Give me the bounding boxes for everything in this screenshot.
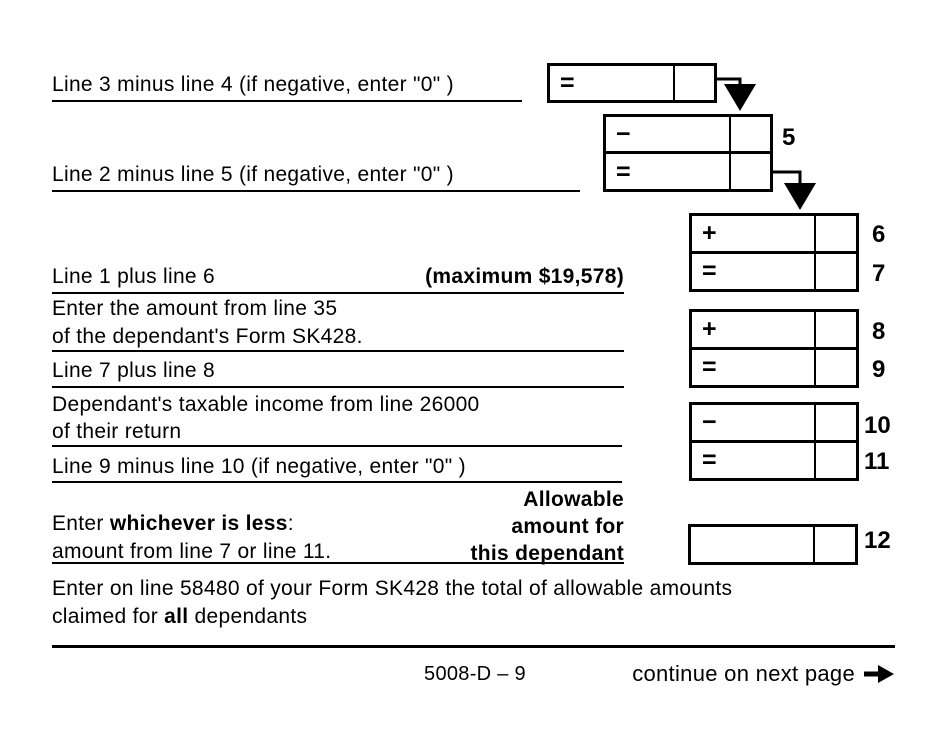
allowable-label-2: amount for	[511, 515, 624, 538]
minus-operator: −	[702, 408, 717, 436]
calc-box-line12	[688, 524, 858, 565]
instruction-line9-minus-line10: Line 9 minus line 10 (if negative, enter…	[52, 455, 466, 478]
cents-divider	[673, 66, 675, 100]
continue-next-page: continue on next page	[632, 661, 895, 687]
line3minus4-result-dollars-cell[interactable]	[550, 66, 673, 100]
underline	[52, 190, 580, 192]
underline	[52, 481, 622, 483]
line-number-6: 6	[872, 221, 886, 248]
instruction-taxable-income-2: of their return	[52, 420, 182, 443]
line2minus5-result-dollars-cell[interactable]	[606, 154, 729, 189]
whichever-less-line2: amount from line 7 or line 11.	[52, 540, 332, 563]
calc-box-line6-7-group: + =	[689, 213, 859, 292]
line9-cents-cell[interactable]	[816, 350, 856, 385]
underline	[52, 100, 522, 102]
instruction-taxable-income: Dependant's taxable income from line 260…	[52, 391, 480, 445]
line11-dollars-cell[interactable]	[692, 443, 814, 478]
line5-cents-cell[interactable]	[731, 117, 770, 151]
whichever-less-text: Enter whichever is less: amount from lin…	[52, 486, 331, 567]
calc-box-line8-9-group: + =	[689, 309, 859, 388]
row-divider	[692, 440, 856, 443]
flow-arrow-box-to-line6-icon	[773, 170, 816, 210]
line12-cents-cell[interactable]	[815, 527, 855, 562]
line-number-10: 10	[864, 412, 891, 439]
line2minus5-result-cents-cell[interactable]	[731, 154, 770, 189]
line7-dollars-cell[interactable]	[692, 254, 814, 289]
line-number-9: 9	[872, 356, 886, 383]
line8-cents-cell[interactable]	[816, 312, 856, 347]
underline	[52, 445, 622, 447]
cents-divider	[814, 216, 816, 289]
instruction-line1-plus-line6-row: Line 1 plus line 6 (maximum $19,578)	[52, 263, 624, 290]
row-divider	[692, 251, 856, 254]
line11-cents-cell[interactable]	[816, 443, 856, 478]
equals-operator: =	[702, 353, 717, 381]
line-number-8: 8	[872, 318, 886, 345]
allowable-label-3: this dependant	[470, 542, 624, 565]
instruction-line3-minus-line4: Line 3 minus line 4 (if negative, enter …	[52, 73, 454, 96]
flow-arrow-box-to-line5-icon	[717, 77, 756, 111]
instruction-total-claim-2: claimed for all dependants	[52, 603, 732, 631]
line-number-11: 11	[864, 448, 890, 475]
plus-operator: +	[702, 219, 717, 247]
equals-operator: =	[616, 158, 631, 186]
minus-operator: −	[616, 120, 631, 148]
instruction-total-claim: Enter on line 58480 of your Form SK428 t…	[52, 575, 732, 631]
line7-cents-cell[interactable]	[816, 254, 856, 289]
line6-cents-cell[interactable]	[816, 216, 856, 251]
calc-box-line5-group: − =	[603, 114, 773, 192]
row-divider	[692, 347, 856, 350]
equals-operator: =	[702, 257, 717, 285]
instruction-line35-amount: Enter the amount from line 35 of the dep…	[52, 295, 363, 351]
line10-cents-cell[interactable]	[816, 405, 856, 440]
instruction-line35-amount-2: of the dependant's Form SK428.	[52, 325, 363, 348]
total-claim-2a: claimed for	[52, 605, 165, 628]
cents-divider	[813, 527, 815, 562]
document-code: 5008-D – 9	[424, 663, 526, 685]
instruction-line1-plus-line6: Line 1 plus line 6	[52, 265, 216, 288]
line-number-7: 7	[872, 260, 886, 287]
whichever-less-bold: whichever is less	[109, 512, 288, 535]
cents-divider	[729, 117, 731, 189]
calc-box-line3minus4-result: =	[547, 63, 717, 103]
footer-rule	[52, 645, 895, 648]
instruction-total-claim-1: Enter on line 58480 of your Form SK428 t…	[52, 577, 733, 600]
whichever-less-line1: Enter whichever is less:	[52, 510, 331, 538]
equals-operator: =	[702, 446, 717, 474]
maximum-note: (maximum $19,578)	[425, 265, 624, 288]
calc-box-line10-11-group: − =	[689, 402, 859, 481]
cents-divider	[814, 405, 816, 478]
plus-operator: +	[702, 315, 717, 343]
equals-operator: =	[560, 69, 575, 97]
underline	[52, 386, 624, 388]
line10-dollars-cell[interactable]	[692, 405, 814, 440]
whichever-less-row: Enter whichever is less: amount from lin…	[52, 486, 624, 567]
line9-dollars-cell[interactable]	[692, 350, 814, 385]
total-claim-2b: all	[164, 605, 189, 628]
instruction-line2-minus-line5: Line 2 minus line 5 (if negative, enter …	[52, 163, 454, 186]
line-number-5: 5	[782, 124, 796, 151]
line12-dollars-cell[interactable]	[691, 527, 813, 562]
allowable-amount-label: Allowable amount for this dependant	[470, 486, 624, 567]
row-divider	[606, 151, 770, 154]
instruction-line7-plus-line8: Line 7 plus line 8	[52, 359, 216, 382]
instruction-line35-amount-1: Enter the amount from line 35	[52, 297, 338, 320]
line3minus4-result-cents-cell[interactable]	[675, 66, 714, 100]
underline	[52, 562, 624, 564]
instruction-taxable-income-1: Dependant's taxable income from line 260…	[52, 393, 480, 416]
continue-arrow-icon	[864, 665, 894, 683]
line6-dollars-cell[interactable]	[692, 216, 814, 251]
underline	[52, 292, 624, 294]
cents-divider	[814, 312, 816, 385]
line8-dollars-cell[interactable]	[692, 312, 814, 347]
total-claim-2c: dependants	[188, 605, 308, 628]
whichever-less-suffix: :	[287, 512, 294, 535]
line5-dollars-cell[interactable]	[606, 117, 729, 151]
continue-label: continue on next page	[632, 661, 855, 686]
underline	[52, 350, 624, 352]
allowable-label-1: Allowable	[523, 488, 624, 511]
whichever-less-prefix: Enter	[52, 512, 110, 535]
line-number-12: 12	[864, 527, 891, 554]
